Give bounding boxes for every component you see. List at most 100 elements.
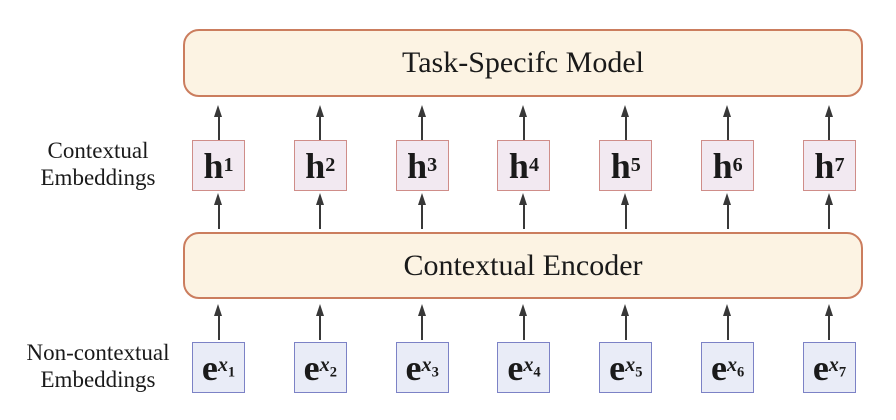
e-subscript-x: x: [523, 353, 534, 376]
up-arrow-glyph: [621, 105, 630, 141]
h-base: h: [610, 145, 631, 186]
up-arrow: [701, 105, 754, 141]
non-contextual-embeddings-label-line1: Non-contextual: [26, 340, 170, 365]
e-subsubscript: 3: [431, 364, 439, 381]
up-arrow: [192, 304, 245, 340]
h-subscript: 2: [325, 154, 336, 177]
e-subscript: x2: [320, 355, 337, 380]
up-arrow-glyph: [214, 304, 222, 340]
up-arrow-glyph: [824, 304, 833, 340]
e-base: e: [201, 347, 218, 388]
up-arrow-glyph: [621, 304, 630, 340]
up-arrow-glyph: [214, 105, 222, 141]
up-arrow-glyph: [315, 193, 324, 229]
e-base: e: [609, 347, 626, 388]
h-base: h: [407, 145, 428, 186]
up-arrow: [396, 105, 449, 141]
up-arrow: [294, 105, 347, 141]
non-contextual-embeddings-label: Non-contextual Embeddings: [2, 339, 194, 393]
up-arrow-glyph: [519, 304, 528, 340]
e-subscript: x7: [829, 355, 846, 380]
up-arrow-glyph: [824, 105, 833, 141]
up-arrow-glyph: [723, 105, 732, 141]
up-arrow: [192, 193, 245, 229]
up-arrow-glyph: [723, 193, 732, 229]
up-arrow: [701, 193, 754, 229]
arrows-h-to-task: [192, 105, 856, 141]
up-arrow: [599, 193, 652, 229]
contextual-encoder-label: Contextual Encoder: [403, 248, 643, 282]
up-arrow: [396, 304, 449, 340]
h-base: h: [814, 145, 835, 186]
e-subscript-x: x: [217, 353, 228, 376]
arrows-e-to-encoder: [192, 304, 856, 340]
contextual-encoder-box: Contextual Encoder: [183, 232, 863, 299]
e-base: e: [812, 347, 829, 388]
up-arrow-glyph: [621, 193, 630, 229]
e-subscript-x: x: [625, 353, 636, 376]
e-subscript: x3: [421, 355, 438, 380]
e-subscript-x: x: [726, 353, 738, 376]
h-subscript: 3: [427, 154, 438, 177]
up-arrow-glyph: [315, 304, 324, 340]
up-arrow-glyph: [824, 193, 833, 229]
h-base: h: [508, 145, 529, 186]
up-arrow-glyph: [214, 193, 222, 229]
contextual-embeddings-label-line2: Embeddings: [40, 165, 156, 190]
up-arrow: [396, 193, 449, 229]
e-subscript-x: x: [421, 353, 432, 376]
up-arrow-glyph: [315, 105, 324, 141]
up-arrow-glyph: [519, 193, 528, 229]
task-specific-model-label: Task-Specifc Model: [402, 46, 644, 79]
contextual-embeddings-label: Contextual Embeddings: [8, 137, 188, 191]
up-arrow: [497, 193, 550, 229]
e-subsubscript: 5: [635, 364, 643, 381]
up-arrow: [294, 193, 347, 229]
up-arrow-glyph: [723, 304, 732, 340]
up-arrow: [599, 304, 652, 340]
e-subsubscript: 1: [227, 364, 236, 381]
h-base: h: [712, 145, 733, 186]
up-arrow-glyph: [417, 304, 426, 340]
e-subsubscript: 7: [838, 364, 847, 381]
arrows-encoder-to-h: [192, 193, 856, 229]
up-arrow: [701, 304, 754, 340]
h-subscript: 1: [223, 154, 234, 177]
up-arrow: [192, 105, 245, 141]
e-subsubscript: 6: [737, 364, 745, 381]
h-subscript: 5: [630, 154, 641, 177]
e-subscript: x6: [727, 355, 744, 380]
e-subscript: x5: [625, 355, 642, 380]
task-specific-model-box: Task-Specifc Model: [183, 29, 863, 97]
e-base: e: [303, 347, 320, 388]
h-subscript: 7: [834, 154, 845, 177]
e-subscript-x: x: [319, 353, 330, 376]
e-subscript: x1: [218, 355, 235, 380]
up-arrow: [803, 304, 856, 340]
up-arrow: [294, 304, 347, 340]
e-base: e: [405, 347, 422, 388]
e-subsubscript: 4: [533, 364, 541, 381]
up-arrow: [803, 193, 856, 229]
up-arrow: [803, 105, 856, 141]
non-contextual-embeddings-label-line2: Embeddings: [40, 367, 156, 392]
up-arrow: [497, 304, 550, 340]
up-arrow-glyph: [519, 105, 528, 141]
